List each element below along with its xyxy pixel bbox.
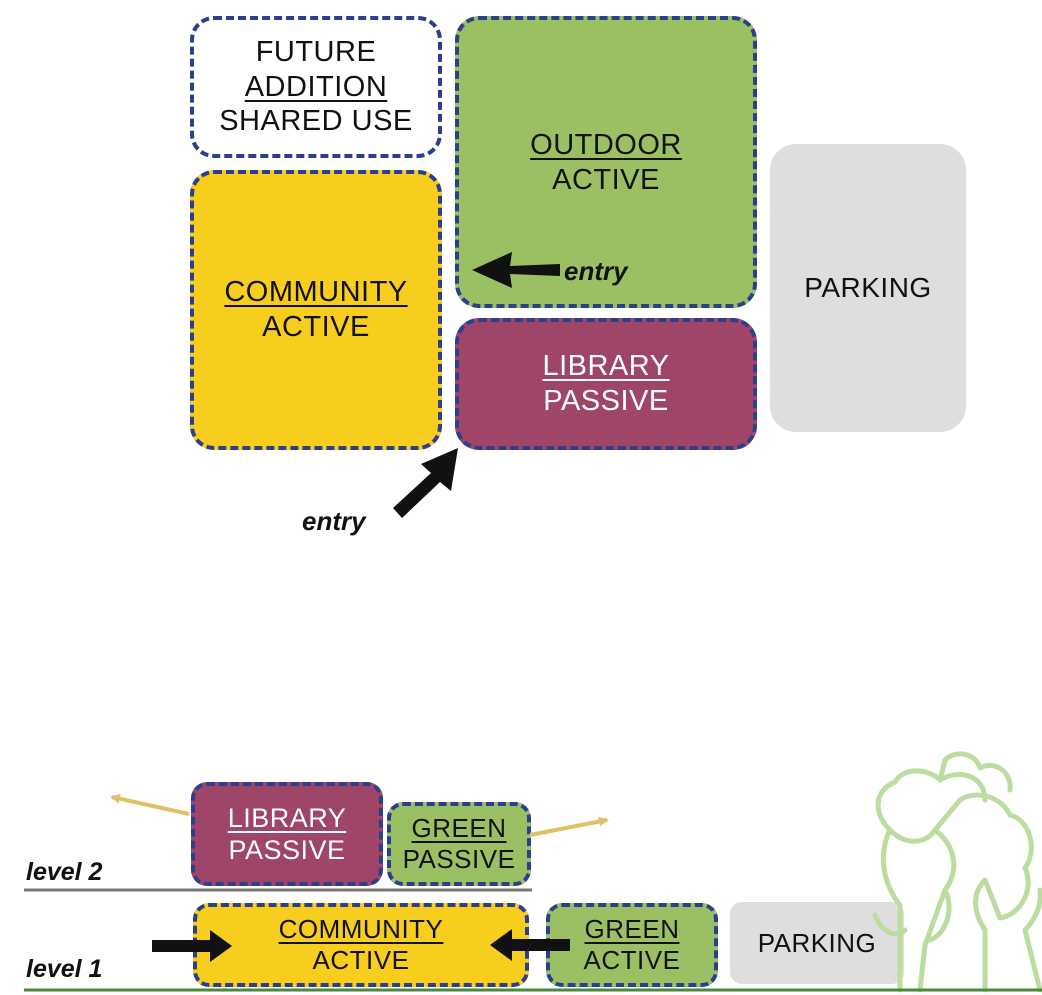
- section-parking: PARKING: [730, 902, 904, 984]
- section-green-passive-title: GREEN: [411, 812, 507, 843]
- entry-label-right: entry: [564, 256, 628, 286]
- section-green-passive-sub: PASSIVE: [402, 844, 516, 874]
- library-passive-zone: LIBRARY PASSIVE: [455, 318, 757, 450]
- future-line3: SHARED USE: [219, 105, 413, 138]
- section-community-title: COMMUNITY: [278, 913, 444, 944]
- tree-sketch-icon: [872, 751, 1042, 993]
- section-library-sub: PASSIVE: [228, 835, 346, 865]
- entry-arrow-level1-right-icon: [490, 929, 570, 961]
- section-community-active: COMMUNITY ACTIVE: [193, 903, 529, 987]
- community-title: COMMUNITY: [224, 276, 408, 309]
- outdoor-sub: ACTIVE: [552, 163, 660, 196]
- view-arrow-right-icon: [529, 816, 609, 837]
- section-green-active-sub: ACTIVE: [583, 945, 681, 975]
- community-sub: ACTIVE: [262, 311, 370, 343]
- community-active-zone: COMMUNITY ACTIVE: [190, 170, 442, 450]
- section-green-active-title: GREEN: [584, 913, 680, 944]
- view-arrow-left-icon: [110, 793, 190, 816]
- section-community-sub: ACTIVE: [312, 945, 410, 975]
- outdoor-active-zone: OUTDOOR ACTIVE: [455, 16, 757, 308]
- level-2-label: level 2: [26, 858, 103, 886]
- entry-label-bottom: entry: [302, 506, 366, 536]
- future-line1: FUTURE: [255, 35, 377, 68]
- level-1-label: level 1: [26, 955, 103, 983]
- parking-area: PARKING: [770, 144, 966, 432]
- section-green-active: GREEN ACTIVE: [546, 903, 718, 987]
- section-library-passive: LIBRARY PASSIVE: [191, 782, 383, 886]
- parking-label: PARKING: [804, 272, 932, 303]
- future-addition-zone: FUTURE ADDITION SHARED USE: [190, 16, 442, 158]
- library-sub: PASSIVE: [543, 385, 669, 417]
- entry-arrow-level1-left-icon: [152, 930, 232, 962]
- section-library-title: LIBRARY: [227, 802, 347, 833]
- section-green-passive: GREEN PASSIVE: [387, 802, 531, 886]
- future-line2: ADDITION: [244, 70, 388, 103]
- entry-arrow-bottom-icon: [393, 448, 458, 518]
- entry-arrow-right-icon: [472, 252, 560, 288]
- section-parking-label: PARKING: [757, 927, 877, 958]
- outdoor-title: OUTDOOR: [530, 129, 682, 161]
- library-title: LIBRARY: [542, 350, 670, 383]
